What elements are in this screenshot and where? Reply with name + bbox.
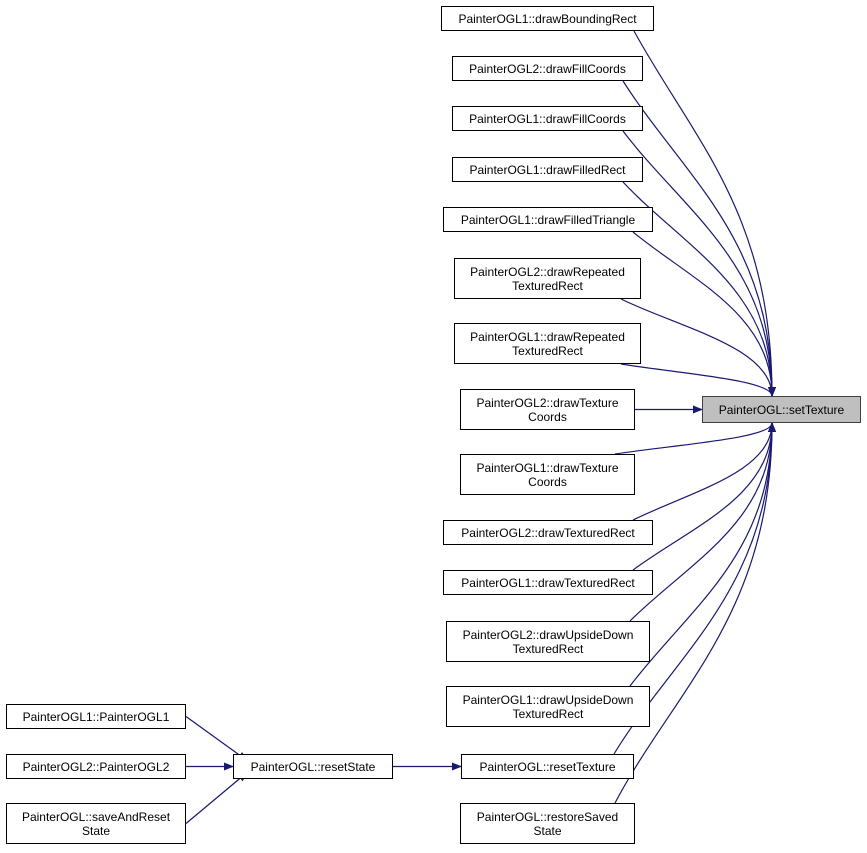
- node-resetState[interactable]: PainterOGL::resetState: [233, 754, 393, 779]
- node-label-line: PainterOGL1::drawBoundingRect: [458, 11, 637, 26]
- node-label-line: PainterOGL1::drawTexture: [476, 460, 619, 475]
- node-label-line: PainterOGL1::PainterOGL1: [22, 709, 170, 724]
- node-label-line: PainterOGL1::drawFilledTriangle: [460, 212, 636, 227]
- node-ogl2DrawTexturedRect[interactable]: PainterOGL2::drawTexturedRect: [443, 520, 653, 545]
- edge-ogl2DrawTexturedRect-to-setTexture: [632, 422, 776, 521]
- node-label-line: PainterOGL::restoreSaved: [476, 809, 619, 824]
- node-label-line: PainterOGL2::drawFillCoords: [469, 61, 626, 76]
- edge-restoreSavedState-to-setTexture: [614, 422, 776, 804]
- edge-ogl2DrawUpsideDown-to-setTexture: [629, 422, 776, 622]
- node-ogl2Ctor[interactable]: PainterOGL2::PainterOGL2: [6, 754, 186, 779]
- node-resetTexture[interactable]: PainterOGL::resetTexture: [461, 754, 634, 779]
- node-drawFilledTriangle[interactable]: PainterOGL1::drawFilledTriangle: [443, 207, 653, 232]
- node-label-line: PainterOGL1::drawFilledRect: [469, 162, 626, 177]
- node-label-line: PainterOGL2::PainterOGL2: [22, 759, 170, 774]
- edge-ogl1DrawTextureCoords-to-setTexture: [614, 422, 776, 455]
- edge-drawFilledRect-to-setTexture: [622, 181, 776, 397]
- edge-ogl2DrawRepeated-to-setTexture: [620, 298, 776, 397]
- node-label-line: PainterOGL2::drawRepeated: [470, 264, 625, 279]
- node-ogl1DrawTexturedRect[interactable]: PainterOGL1::drawTexturedRect: [443, 570, 653, 595]
- edge-ogl1DrawTexturedRect-to-setTexture: [632, 422, 776, 571]
- edge-ogl1DrawRepeated-to-setTexture: [620, 363, 776, 397]
- node-label-line: PainterOGL1::drawUpsideDown: [462, 692, 634, 707]
- node-label-line: PainterOGL1::drawTexturedRect: [461, 575, 635, 590]
- node-label-line: PainterOGL2::drawTexturedRect: [461, 525, 635, 540]
- edge-ogl1DrawUpsideDown-to-setTexture: [629, 422, 776, 687]
- node-label-line: PainterOGL::resetState: [250, 759, 376, 774]
- node-label-line: PainterOGL1::drawFillCoords: [469, 111, 626, 126]
- node-label-line: State: [533, 823, 562, 838]
- node-ogl2DrawFillCoords[interactable]: PainterOGL2::drawFillCoords: [452, 56, 643, 81]
- node-label-line: PainterOGL2::drawTexture: [476, 395, 619, 410]
- edge-drawBoundingRect-to-setTexture: [633, 30, 776, 397]
- node-ogl1Ctor[interactable]: PainterOGL1::PainterOGL1: [6, 704, 186, 729]
- edge-saveAndResetState-to-resetState: [185, 771, 248, 824]
- node-label-line: TexturedRect: [512, 278, 583, 293]
- edge-ogl1DrawFillCoords-to-setTexture: [622, 130, 776, 397]
- node-ogl1DrawFillCoords[interactable]: PainterOGL1::drawFillCoords: [452, 106, 643, 131]
- edge-drawFilledTriangle-to-setTexture: [632, 231, 776, 397]
- edge-ogl2DrawFillCoords-to-setTexture: [622, 80, 776, 397]
- node-label-line: Coords: [528, 409, 567, 424]
- node-label-line: State: [81, 823, 111, 838]
- node-label-line: PainterOGL::resetTexture: [479, 759, 616, 774]
- node-label-line: PainterOGL::setTexture: [718, 402, 845, 417]
- edge-ogl1Ctor-to-resetState: [185, 716, 248, 762]
- node-label-line: TexturedRect: [512, 343, 583, 358]
- node-label-line: PainterOGL2::drawUpsideDown: [462, 627, 634, 642]
- node-drawBoundingRect[interactable]: PainterOGL1::drawBoundingRect: [441, 6, 654, 31]
- node-label-line: PainterOGL::saveAndReset: [21, 809, 171, 824]
- node-setTexture[interactable]: PainterOGL::setTexture: [702, 396, 861, 423]
- node-label-line: PainterOGL1::drawRepeated: [470, 329, 625, 344]
- node-label-line: TexturedRect: [512, 641, 584, 656]
- node-label-line: TexturedRect: [512, 706, 584, 721]
- node-drawFilledRect[interactable]: PainterOGL1::drawFilledRect: [452, 157, 643, 182]
- node-label-line: Coords: [528, 474, 567, 489]
